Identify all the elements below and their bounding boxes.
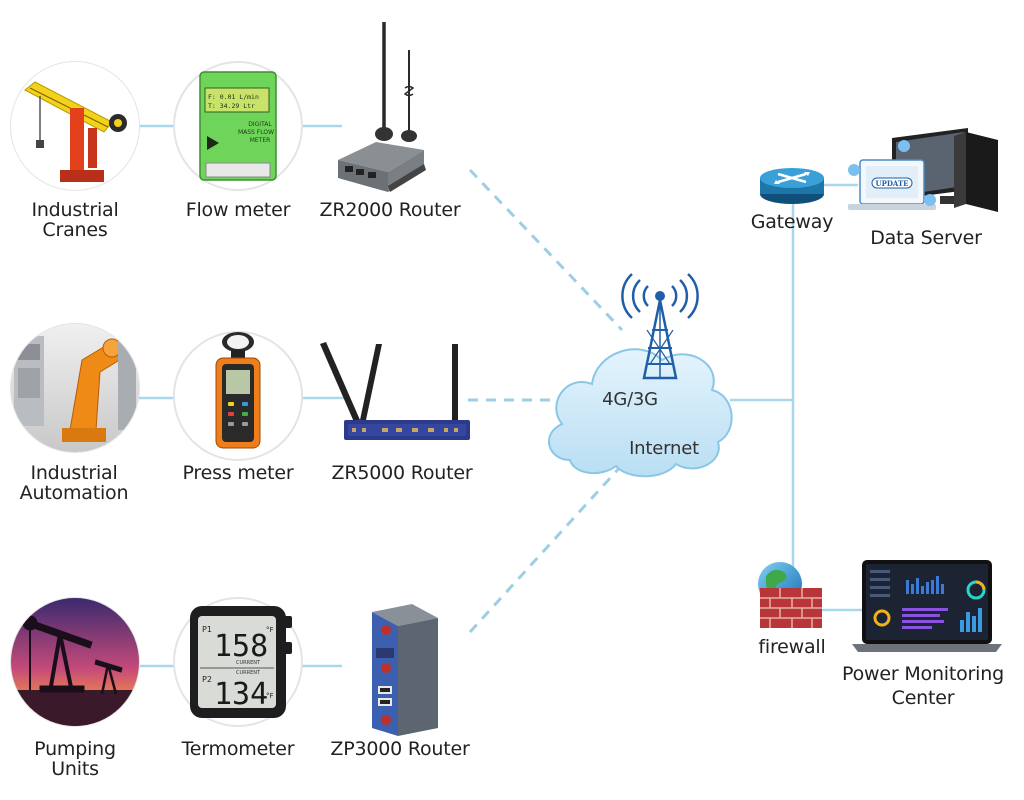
gateway-label: Gateway: [750, 211, 834, 233]
robot-arm-icon: [10, 323, 140, 453]
thermometer-p1: P1: [202, 625, 212, 634]
router-zr2000-icon: [338, 22, 426, 192]
router-zp3000-icon: [372, 604, 438, 736]
power-monitoring-line1: Power Monitoring: [842, 663, 1004, 685]
thermometer-p2: P2: [202, 675, 212, 684]
thermometer-caption1: CURRENT: [236, 660, 261, 666]
press-meter-icon: [173, 331, 303, 461]
termometer-label: Termometer: [181, 738, 295, 760]
flow-meter-icon: F: 0.01 L/min T: 34.29 Ltr DIGITAL MASS …: [173, 61, 303, 191]
cloud-label-internet: Internet: [629, 438, 699, 459]
power-monitoring-line2: Center: [891, 687, 955, 709]
crane-icon: [10, 61, 140, 191]
thermometer-unit1: °F: [266, 626, 274, 634]
industrial-cranes-line2: Cranes: [42, 219, 108, 241]
monitor-icon: [852, 560, 1002, 652]
cloud-icon: [548, 348, 733, 478]
flow-meter-body-line2: MASS FLOW: [238, 129, 274, 136]
thermometer-caption2: CURRENT: [236, 670, 261, 676]
industrial-automation-line1: Industrial: [30, 462, 118, 484]
thermometer-value1: 158: [214, 629, 268, 664]
data-server-label: Data Server: [870, 227, 982, 249]
zp3000-router-label: ZP3000 Router: [330, 738, 470, 760]
firewall-label: firewall: [758, 636, 826, 658]
cell-tower-icon: [621, 273, 699, 380]
thermometer-unit2: °F: [266, 692, 274, 700]
industrial-cranes-label: Industrial Cranes: [8, 200, 142, 240]
industrial-cranes-line1: Industrial: [31, 199, 119, 221]
zr5000-router-label: ZR5000 Router: [331, 462, 473, 484]
flow-meter-label: Flow meter: [185, 199, 291, 221]
pumpjack-icon: [10, 597, 140, 727]
power-monitoring-center-label: Power Monitoring Center: [828, 664, 1018, 708]
flow-meter-screen-line2: T: 34.29 Ltr: [208, 102, 255, 110]
press-meter-label: Press meter: [182, 462, 294, 484]
firewall-icon: [758, 562, 822, 628]
connectors: [139, 124, 868, 668]
data-server-sign: UPDATE: [875, 179, 908, 188]
flow-meter-body-line3: METER: [250, 137, 271, 144]
flow-meter-screen-line1: F: 0.01 L/min: [208, 93, 259, 101]
cloud-label-4g3g: 4G/3G: [602, 389, 658, 410]
pumping-units-line2: Units: [51, 758, 99, 780]
flow-meter-body-line1: DIGITAL: [248, 121, 272, 128]
pumping-units-line1: Pumping: [34, 738, 116, 760]
zr2000-router-label: ZR2000 Router: [319, 199, 461, 221]
gateway-icon: [760, 168, 824, 204]
thermometer-icon: P1 158 °F CURRENT P2 134 °F CURRENT: [173, 597, 303, 727]
thermometer-value2: 134: [214, 677, 268, 712]
data-server-icon: UPDATE: [848, 128, 998, 212]
industrial-automation-line2: Automation: [19, 482, 129, 504]
industrial-automation-label: Industrial Automation: [4, 463, 144, 503]
router-zr5000-icon: [320, 342, 470, 440]
pumping-units-label: Pumping Units: [8, 739, 142, 779]
